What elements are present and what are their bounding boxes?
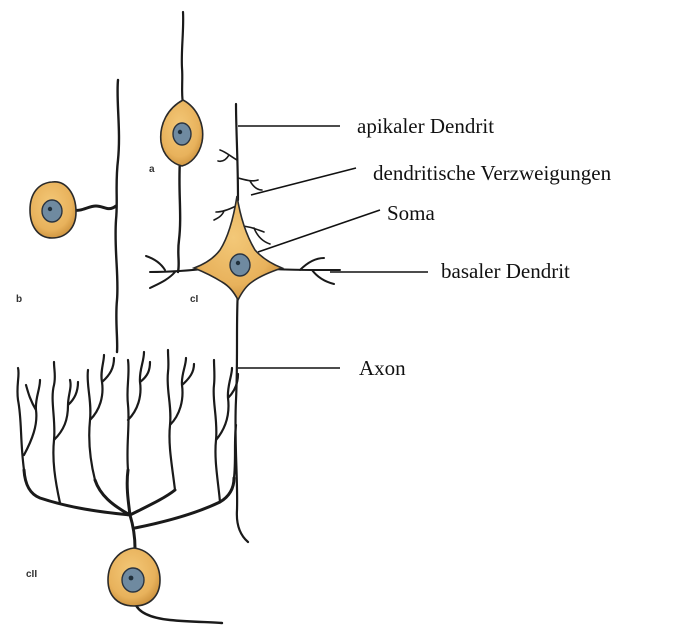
neuron-c1-apical-dendrite (236, 104, 238, 200)
neuron-a-lower-process (178, 160, 180, 272)
neuron-a-nucleolus (178, 130, 182, 134)
neuron-b-nucleolus (48, 207, 52, 211)
neuron-c1-nucleolus (236, 261, 240, 265)
neuron-c2-nucleolus (129, 576, 134, 581)
neuron-c1 (146, 104, 340, 542)
neuron-b (30, 80, 119, 352)
label-dendritic-branches: dendritische Verzweigungen (373, 161, 612, 185)
neuron-c1-branch-2 (238, 178, 262, 190)
leader-dendritic-branches (251, 168, 356, 195)
neuron-a (161, 12, 203, 272)
tag-neuron-a: a (149, 164, 155, 175)
neuron-c2 (17, 350, 238, 623)
neuron-c2-branches-left (17, 355, 114, 503)
tag-neuron-b: b (16, 294, 22, 305)
neuron-b-axon-trunk (116, 80, 119, 352)
tag-neuron-c2: cII (26, 569, 37, 580)
tag-neuron-c1: cI (190, 294, 199, 305)
neuron-c2-axon (135, 603, 222, 623)
neuron-b-stem-process (72, 206, 116, 210)
label-basal-dendrite: basaler Dendrit (441, 259, 570, 283)
neuron-c2-branches-right (127, 350, 238, 502)
neuron-c1-nucleus (230, 254, 250, 276)
leader-soma (258, 210, 380, 252)
neuron-c2-nucleus (122, 568, 144, 592)
neuron-b-nucleus (42, 200, 62, 222)
neuron-c1-axon (235, 290, 248, 542)
label-axon: Axon (359, 356, 406, 380)
neuron-a-upper-process (182, 12, 183, 104)
label-apical-dendrite: apikaler Dendrit (357, 114, 494, 138)
neuron-c1-branch-1 (218, 150, 237, 161)
label-soma: Soma (387, 201, 436, 225)
neuron-a-nucleus (173, 123, 191, 145)
